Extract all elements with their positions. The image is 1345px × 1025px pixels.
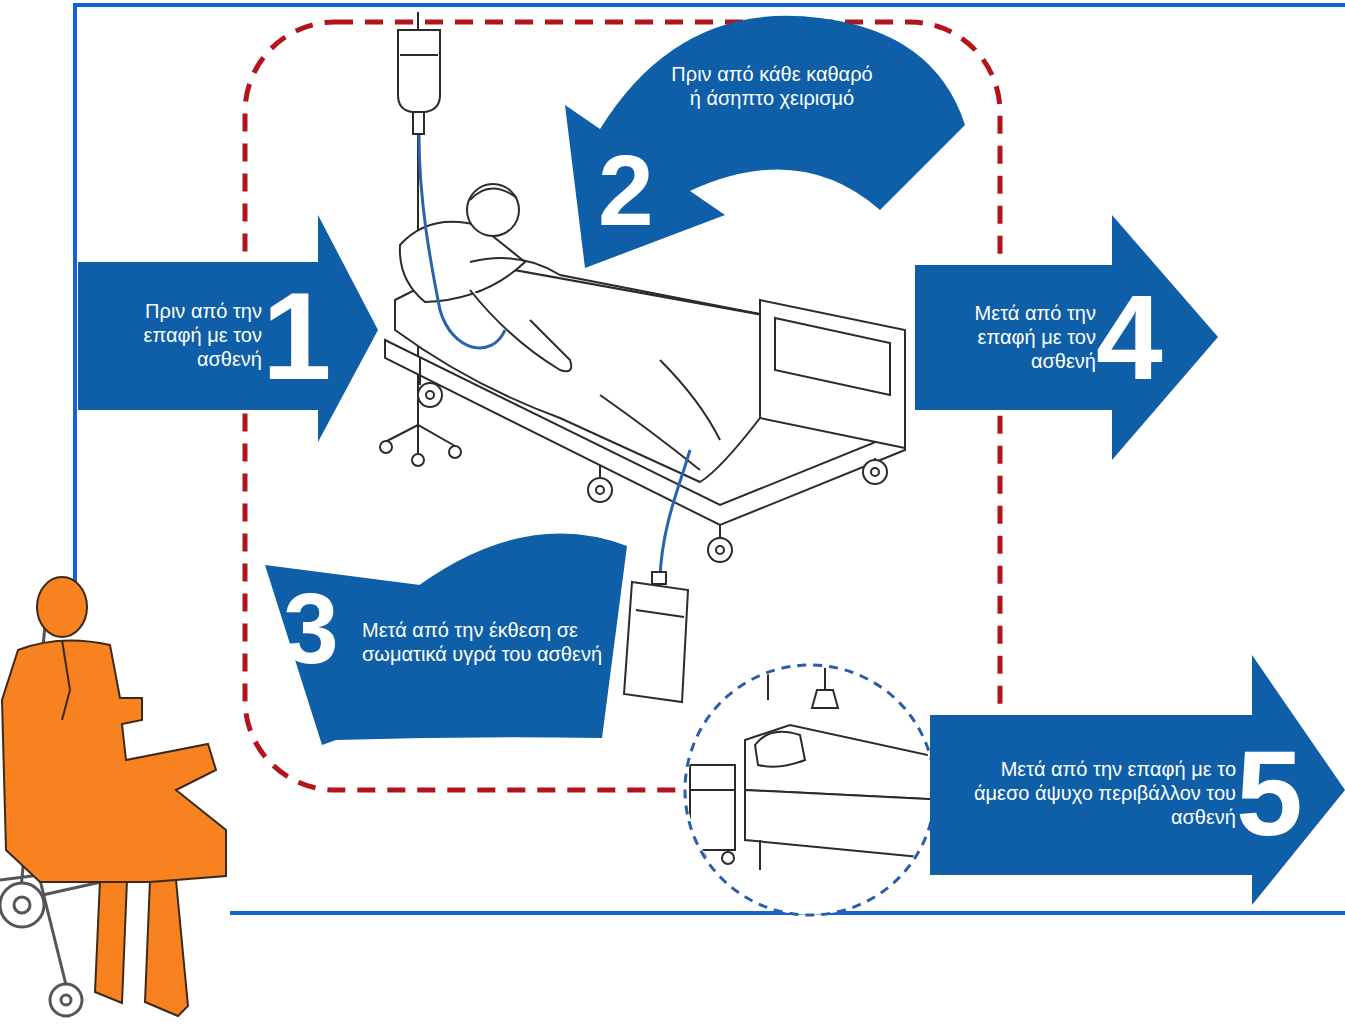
bed-part — [419, 358, 421, 385]
bed-part — [467, 184, 519, 236]
visitor-figure-part — [0, 883, 44, 927]
moment-arrow: Πριν από κάθε καθαρό ή άσηπτο χειρισμό 2 — [560, 0, 970, 275]
iv-pole-part — [449, 446, 461, 458]
visitor-figure-part — [2, 577, 226, 1016]
iv-pole-part — [380, 441, 392, 453]
tube — [419, 135, 690, 578]
moment-number: 3 — [283, 578, 339, 678]
room-circle-part — [759, 840, 761, 870]
bed-part — [600, 360, 720, 470]
bed-part — [719, 525, 721, 538]
moment-arrow: Μετά από την επαφή με το άμεσο άψυχο περ… — [928, 652, 1345, 908]
moment-arrow: Μετά από την έκθεση σε σωματικά υγρά του… — [258, 505, 630, 750]
bed-part — [470, 290, 571, 371]
moment-number: 2 — [598, 140, 654, 240]
iv-pole-part — [412, 454, 424, 466]
room-circle — [685, 660, 950, 915]
bed-part — [871, 468, 879, 476]
room-circle-part — [745, 725, 950, 800]
tube-part — [660, 450, 690, 578]
bed-part — [588, 478, 612, 502]
bed-part — [708, 538, 732, 562]
visitor-figure — [0, 577, 226, 1016]
drain-bag-part — [624, 582, 688, 702]
arrow-shape-path — [565, 16, 965, 268]
visitor-figure-part — [145, 880, 188, 1016]
bed-part — [596, 486, 604, 494]
drain-bag-part — [636, 610, 684, 617]
visitor-figure-part — [50, 984, 82, 1016]
bed-part — [599, 465, 601, 478]
room-circle-part — [745, 790, 950, 860]
room-circle-part — [690, 765, 735, 850]
visitor-figure-part — [37, 577, 87, 637]
iv-pole-part — [400, 54, 438, 56]
visitor-figure-part — [14, 897, 30, 913]
room-circle-part — [690, 660, 950, 870]
visitor-figure-part — [95, 880, 127, 1003]
moment-label: Πριν από κάθε καθαρό ή άσηπτο χειρισμό — [667, 62, 877, 110]
room-circle-part — [694, 852, 706, 864]
visitor-figure-part — [2, 641, 226, 882]
bed-part — [716, 546, 724, 554]
room-circle-part — [812, 690, 838, 708]
moment-number: 4 — [1096, 277, 1163, 397]
iv-pole-part — [398, 30, 440, 112]
moment-label: Μετά από την επαφή με το άμεσο άψυχο περ… — [961, 757, 1236, 829]
frame-line-part — [75, 5, 1345, 585]
bed-part — [418, 383, 442, 407]
arrow-shape-path — [265, 533, 627, 745]
moment-number: 1 — [262, 273, 332, 398]
iv-pole-part — [385, 425, 455, 455]
bed-part — [760, 300, 905, 448]
bed-part — [863, 460, 887, 484]
moment-arrow: Μετά από την επαφή με τον ασθενή4 — [912, 212, 1222, 464]
moment-arrow: Πριν από την επαφή με τον ασθενή1 — [75, 210, 381, 446]
arrow-shape-path — [915, 215, 1218, 460]
tube-part — [419, 135, 505, 348]
drain-bag — [624, 572, 688, 702]
visitor-figure-part — [62, 640, 70, 720]
bed-part — [470, 188, 517, 200]
bed-part — [426, 391, 434, 399]
room-circle-part — [755, 732, 805, 767]
bed-part — [400, 222, 525, 302]
visitor-figure-part — [40, 880, 66, 985]
bed-part — [775, 318, 890, 395]
iv-pole-part — [413, 112, 424, 134]
arrow-shape-path — [78, 215, 378, 442]
moment-number: 5 — [1236, 733, 1303, 853]
room-circle-part — [722, 852, 734, 864]
arrow-shape-path — [930, 655, 1345, 905]
moment-label: Πριν από την επαφή με τον ασθενή — [87, 299, 262, 371]
room-circle-part — [690, 789, 735, 791]
drain-bag-part — [652, 572, 666, 584]
bed-part — [470, 258, 780, 318]
moment-label: Μετά από την επαφή με τον ασθενή — [921, 301, 1096, 373]
visitor-figure-part — [61, 995, 71, 1005]
moment-label: Μετά από την έκθεση σε σωματικά υγρά του… — [362, 618, 602, 666]
frame-line — [75, 5, 1345, 913]
